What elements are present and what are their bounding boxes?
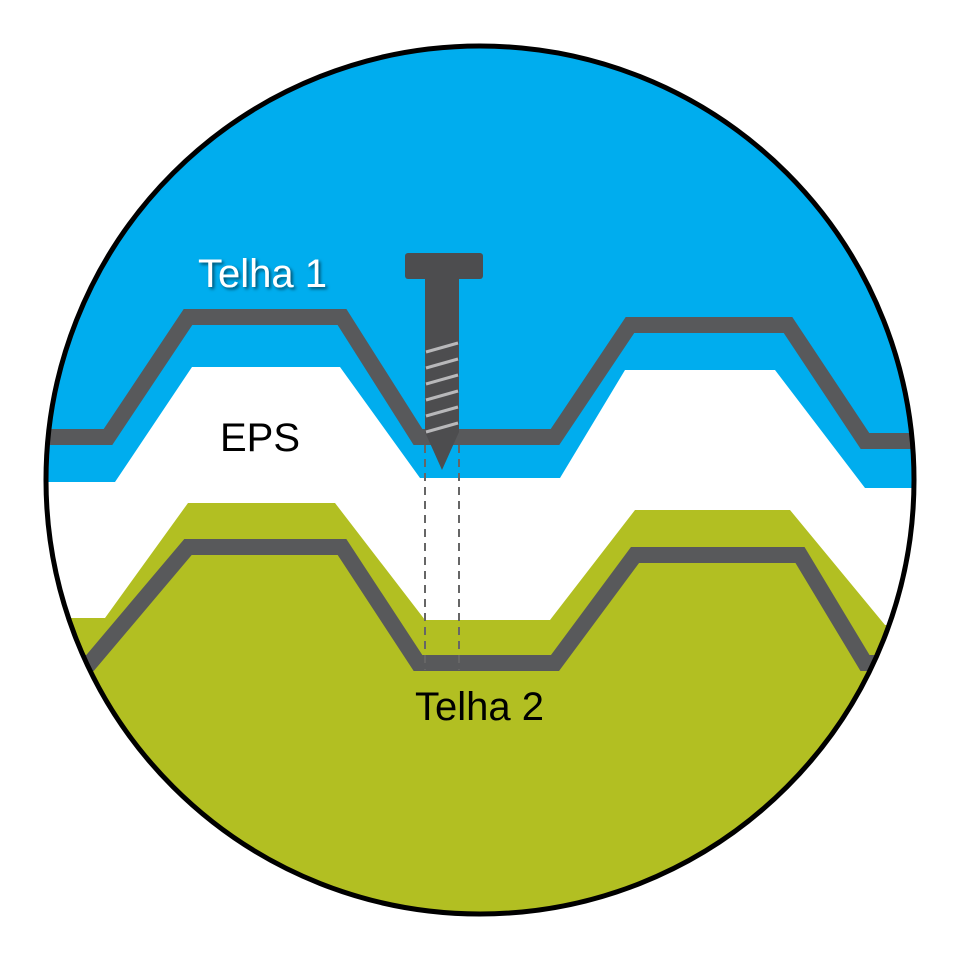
label-telha-1: Telha 1 — [198, 252, 327, 296]
bottom-tile-profile-line — [55, 539, 914, 671]
label-eps: EPS — [220, 416, 300, 460]
screw-head — [405, 253, 483, 279]
screw-threads — [425, 341, 459, 434]
top-tile-layer — [46, 46, 914, 488]
label-telha-2: Telha 2 — [415, 685, 544, 729]
screw-neck — [425, 278, 459, 340]
magnifier-outline — [43, 43, 917, 917]
screw-icon — [405, 253, 483, 470]
screw-threaded-shank — [425, 338, 459, 470]
top-tile-profile-line — [46, 309, 914, 449]
